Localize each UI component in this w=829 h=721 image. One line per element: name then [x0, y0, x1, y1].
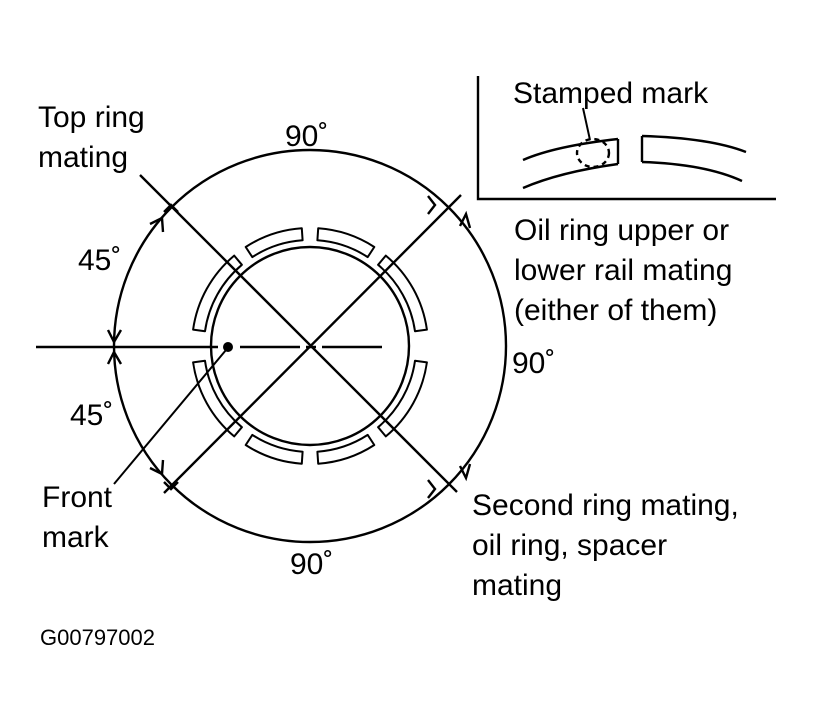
oil-rail-label-line3: (either of them)	[514, 294, 717, 327]
second-ring-label-line2: oil ring, spacer	[472, 529, 667, 562]
front-mark-dot	[223, 342, 233, 352]
oil-ring-slot-6	[316, 433, 376, 465]
arrowhead-right-lower	[458, 463, 472, 482]
front-mark-label-line1: Front	[42, 481, 113, 514]
oil-rail-label-line2: lower rail mating	[514, 254, 732, 287]
arrowhead-bottom-left	[163, 481, 179, 491]
inset-frame	[476, 76, 776, 201]
inset-ring-left-upper	[522, 137, 619, 162]
arrowhead-top-left	[163, 203, 179, 213]
second-ring-label-line1: Second ring mating,	[472, 489, 739, 522]
oil-rail-label-line1: Oil ring upper or	[514, 214, 729, 247]
angle-label-left-upper: 45˚	[78, 244, 121, 277]
angle-label-bottom: 90˚	[290, 548, 333, 581]
arrowhead-right-upper	[458, 210, 472, 229]
oil-ring-slot-3	[316, 227, 376, 259]
inset-ring-left-lower	[522, 162, 619, 190]
oil-ring-slot-2	[244, 227, 304, 259]
arrowhead-bottom-right	[427, 479, 437, 499]
second-ring-label-line3: mating	[472, 569, 562, 602]
front-mark-leader	[113, 349, 227, 485]
arrowhead-left-upper-b	[106, 329, 123, 345]
stamped-mark-dashed-circle	[575, 137, 611, 169]
stamped-mark-label: Stamped mark	[513, 77, 709, 110]
angle-label-left-lower: 45˚	[70, 399, 113, 432]
oil-ring-slot-1	[192, 254, 243, 333]
figure-code: G00797002	[40, 625, 155, 650]
arrowhead-left-upper-a	[149, 216, 165, 233]
stamped-mark-leader	[582, 107, 591, 141]
arrowhead-top-right	[427, 195, 437, 215]
arrowhead-left-lower-b	[149, 459, 165, 476]
oil-ring-slot-7	[244, 433, 304, 465]
top-ring-mating-line	[139, 174, 458, 493]
stamped-mark-inset	[476, 76, 776, 201]
angle-label-top: 90˚	[285, 120, 328, 153]
oil-ring-slot-4	[377, 254, 428, 333]
arrowhead-left-lower-a	[106, 349, 123, 365]
oil-ring-segments	[192, 227, 428, 465]
inset-ring-right-lower	[641, 160, 743, 183]
inset-ring-right-upper	[641, 134, 747, 154]
front-mark-label-line2: mark	[42, 521, 110, 554]
top-ring-label-line1: Top ring	[38, 101, 145, 134]
oil-ring-slot-8	[192, 359, 243, 438]
oil-rail-mating-line	[163, 194, 462, 494]
angle-arrowheads	[106, 195, 472, 499]
angle-label-right: 90˚	[512, 347, 555, 380]
top-ring-label-line2: mating	[38, 141, 128, 174]
oil-ring-slot-5	[377, 359, 428, 438]
labels: Top ring mating Stamped mark Oil ring up…	[38, 77, 739, 650]
